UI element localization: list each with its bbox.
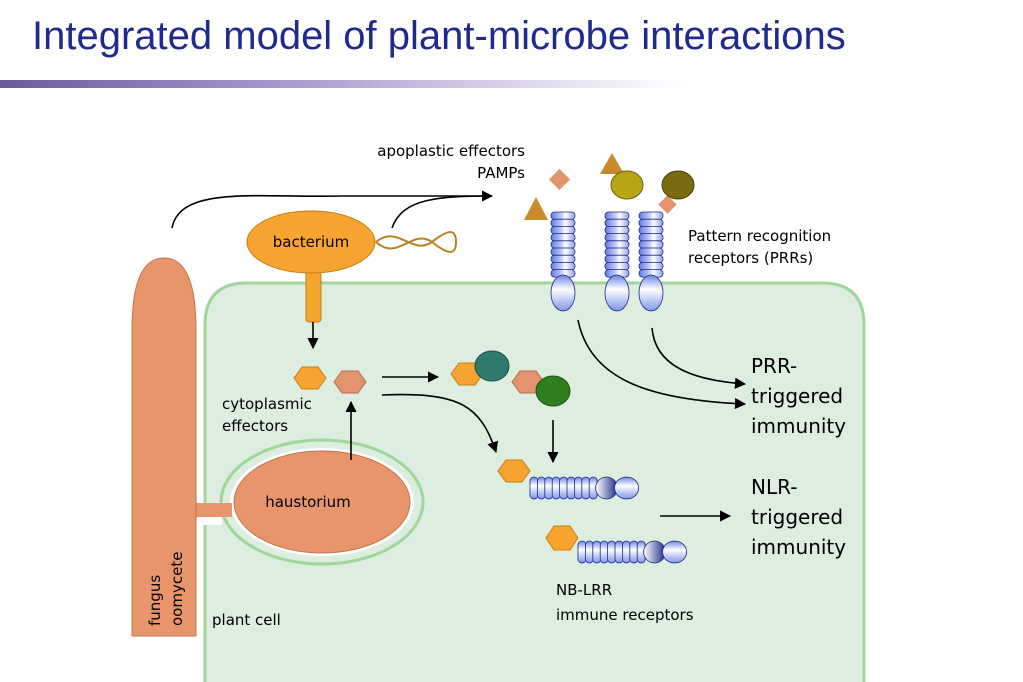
prr-receptor-3: [638, 211, 664, 312]
secretion-arrow-bacterium: [391, 195, 493, 229]
nlr-bound-effector: [497, 459, 531, 483]
label-pamps: PAMPs: [477, 164, 525, 182]
pamp-olive-circle: [610, 170, 644, 200]
label-nlr-immunity-1: NLR-: [751, 475, 797, 499]
label-prr-line1: Pattern recognition: [688, 227, 831, 245]
label-apoplastic-effectors: apoplastic effectors: [377, 142, 525, 160]
label-nlr-immunity-2: triggered: [751, 505, 843, 529]
prr-signal-arrow-2: [651, 327, 747, 389]
slide-title: Integrated model of plant-microbe intera…: [32, 14, 846, 58]
nlr-free-effector: [545, 525, 579, 551]
host-target-green: [535, 375, 571, 407]
pamp-triangle: [600, 153, 624, 174]
label-nblrr-2: immune receptors: [556, 606, 694, 624]
prr-signal-arrow-1: [577, 319, 747, 410]
fungus-hypha: [131, 257, 197, 637]
apoplastic-effector-triangle: [524, 197, 548, 220]
label-haustorium: haustorium: [265, 493, 351, 511]
apoplastic-effector-diamond: [548, 168, 571, 191]
label-nlr-immunity-3: immunity: [751, 535, 846, 559]
label-bacterium: bacterium: [273, 233, 350, 251]
host-target-teal: [474, 350, 510, 382]
effector-arrow-lower: [381, 393, 499, 454]
nb-lrr-receptor-1: [529, 476, 639, 500]
pamp-diamond: [658, 195, 677, 214]
label-prr-line2: receptors (PRRs): [688, 249, 813, 267]
label-plant-cell: plant cell: [212, 611, 281, 629]
pamp-dark-circle: [661, 170, 695, 200]
bacterium: [246, 210, 458, 323]
cytoplasmic-effector-salmon: [333, 370, 367, 394]
cytoplasmic-effector-orange: [293, 366, 327, 390]
title-underline: [0, 80, 685, 88]
label-prr-immunity-2: triggered: [751, 384, 843, 408]
label-fungus: fungus: [146, 575, 164, 626]
prr-receptor-1: [550, 211, 576, 312]
haustorium: [188, 438, 425, 566]
label-cytoplasmic-2: effectors: [222, 417, 288, 435]
label-nblrr-1: NB-LRR: [556, 581, 612, 599]
label-prr-immunity-3: immunity: [751, 414, 846, 438]
prr-receptor-2: [604, 211, 630, 312]
label-prr-immunity-1: PRR-: [751, 354, 797, 378]
nb-lrr-receptor-2: [577, 540, 687, 564]
label-cytoplasmic-1: cytoplasmic: [222, 395, 312, 413]
label-oomycete: oomycete: [168, 552, 186, 626]
secretion-arrow-fungus: [171, 190, 494, 229]
